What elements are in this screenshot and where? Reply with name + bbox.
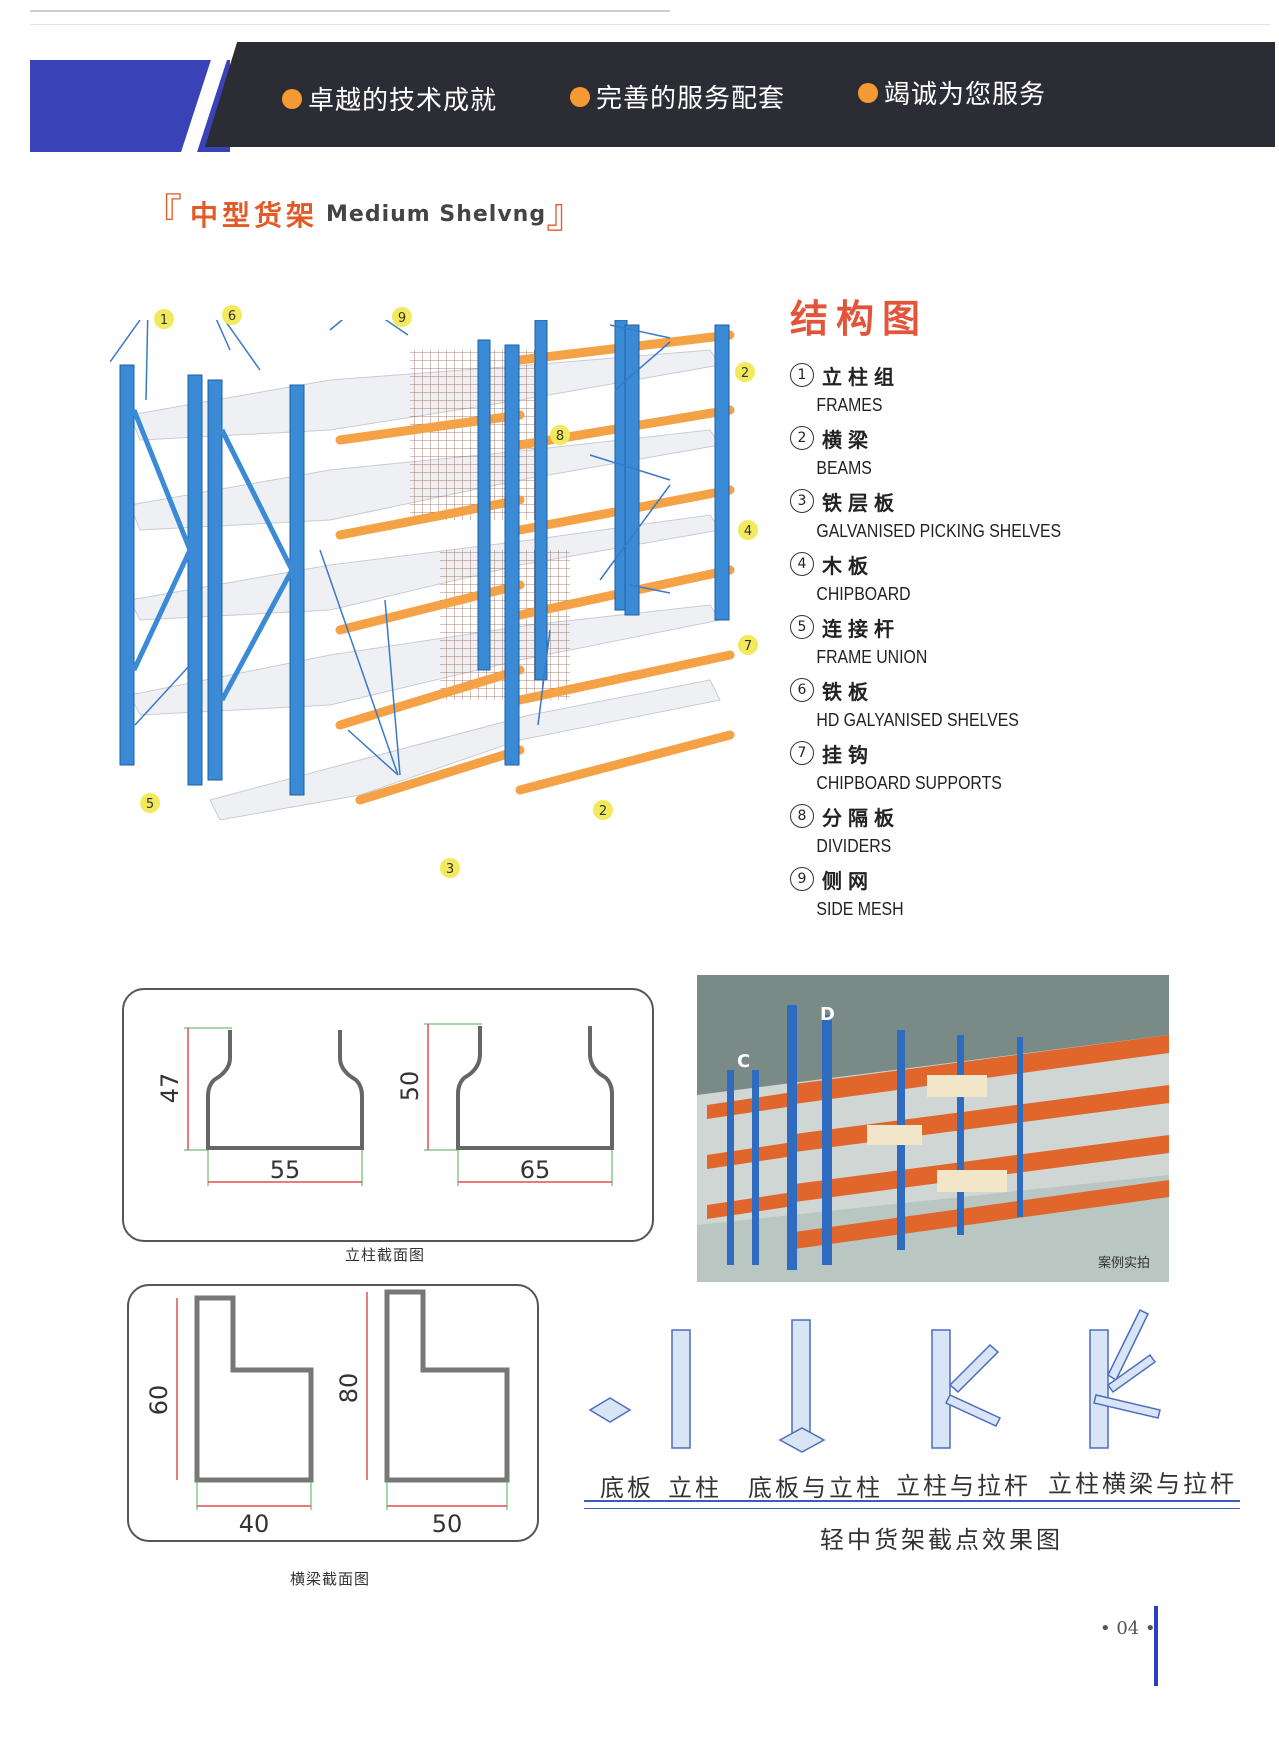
legend-number: 5 [790, 615, 814, 639]
callout-2-top-text: 2 [741, 366, 749, 381]
warehouse-photo: C D [697, 975, 1169, 1282]
page-number: • 04 • [1100, 1618, 1156, 1639]
bullet-dot-icon [570, 86, 590, 107]
legend-number: 4 [790, 552, 814, 576]
divider-line [584, 1500, 1240, 1502]
legend-number: 7 [790, 741, 814, 765]
part-label-upright-beam-brace: 立柱横梁与拉杆 [1048, 1470, 1237, 1498]
slogan-3: 竭诚为您服务 [858, 74, 1046, 111]
callout-8-text: 8 [556, 429, 564, 444]
column-dim-extension [184, 1023, 613, 1186]
callout-5 [140, 793, 160, 813]
cross-bracing [131, 409, 295, 702]
slogan-1: 卓越的技术成就 [282, 80, 497, 117]
beam-1-height: 60 [145, 1385, 173, 1416]
column-section-caption: 立柱截面图 [345, 1246, 426, 1264]
top-rule-thin [30, 24, 1270, 25]
section-title-cn: 中型货架 [190, 199, 319, 232]
callout-5-text: 5 [146, 797, 154, 812]
column-profile-2 [456, 1026, 614, 1150]
column-1-width: 55 [270, 1156, 301, 1184]
base-and-upright-icon [778, 1319, 826, 1453]
callout-7-text: 7 [744, 639, 752, 654]
connection-parts-drawing [588, 1308, 1161, 1453]
photo-tag-c: C [737, 1051, 750, 1072]
beam-dim-extension [196, 1480, 508, 1510]
legend-number: 3 [790, 489, 814, 513]
callout-2-bottom [593, 800, 613, 820]
column-section-box [122, 988, 654, 1242]
divider-line-thin [584, 1508, 1240, 1509]
callout-badges: 1 6 9 2 8 4 7 5 3 2 [140, 305, 758, 878]
callout-2-bottom-text: 2 [599, 804, 607, 819]
photo-tag-d: D [820, 1004, 835, 1025]
upright-icon [671, 1329, 691, 1449]
callout-4 [738, 520, 758, 540]
callout-9 [392, 307, 412, 327]
photo-caption: 案例实拍 [1098, 1256, 1151, 1271]
beam-dim-lines [176, 1292, 507, 1507]
column-profile-1 [206, 1030, 364, 1150]
callout-4-text: 4 [744, 524, 752, 539]
part-label-upright: 立柱 [668, 1474, 722, 1502]
callout-1-text: 1 [160, 313, 168, 328]
bullet-dot-icon [282, 88, 302, 109]
legend-number: 9 [790, 867, 814, 891]
upright-and-brace-icon [931, 1329, 1002, 1449]
callout-1 [154, 309, 174, 329]
section-title-en: Medium Shelvng [326, 201, 547, 227]
beam-2-height: 80 [335, 1373, 363, 1404]
column-2-height: 50 [396, 1071, 424, 1102]
callout-leaders [110, 320, 671, 776]
shelving-structure-diagram [110, 320, 735, 821]
bullet-dot-icon [858, 82, 878, 103]
callout-3 [440, 858, 460, 878]
beam-section-drawing: 60 40 80 50 [145, 1289, 510, 1538]
header-band [205, 42, 1275, 147]
callout-8 [550, 425, 570, 445]
beam-section-caption: 横梁截面图 [290, 1570, 371, 1588]
base-plate-icon [588, 1397, 632, 1423]
callout-2-top [735, 362, 755, 382]
connections-title: 轻中货架截点效果图 [820, 1526, 1063, 1554]
column-dim-lines [187, 1024, 612, 1183]
column-1-height: 47 [156, 1073, 184, 1104]
beam-1-width: 40 [239, 1510, 270, 1538]
callout-6-text: 6 [228, 309, 236, 324]
part-label-base: 底板 [600, 1474, 654, 1502]
legend-number: 8 [790, 804, 814, 828]
legend-number: 1 [790, 363, 814, 387]
upright-beam-brace-icon [1089, 1308, 1161, 1449]
frames [119, 320, 730, 796]
section-title: 『 中型货架 Medium Shelvng 』 [142, 191, 587, 237]
top-rule [30, 10, 670, 12]
legend-title: 结构图 [790, 297, 929, 341]
part-label-upright-brace: 立柱与拉杆 [896, 1472, 1031, 1500]
callout-3-text: 3 [446, 862, 454, 877]
column-2-width: 65 [520, 1156, 551, 1184]
legend-number: 6 [790, 678, 814, 702]
callout-7 [738, 635, 758, 655]
legend-number: 2 [790, 426, 814, 450]
beam-profile-2 [384, 1289, 510, 1483]
page-marker-bar [1154, 1606, 1158, 1686]
slogan-2: 完善的服务配套 [570, 78, 785, 115]
beam-2-width: 50 [432, 1510, 463, 1538]
part-label-base-upright: 底板与立柱 [748, 1474, 883, 1502]
beam-profile-1 [194, 1295, 314, 1483]
callout-6 [222, 305, 242, 325]
column-section-drawing: 47 55 50 65 [156, 1023, 614, 1186]
callout-9-text: 9 [398, 311, 406, 326]
